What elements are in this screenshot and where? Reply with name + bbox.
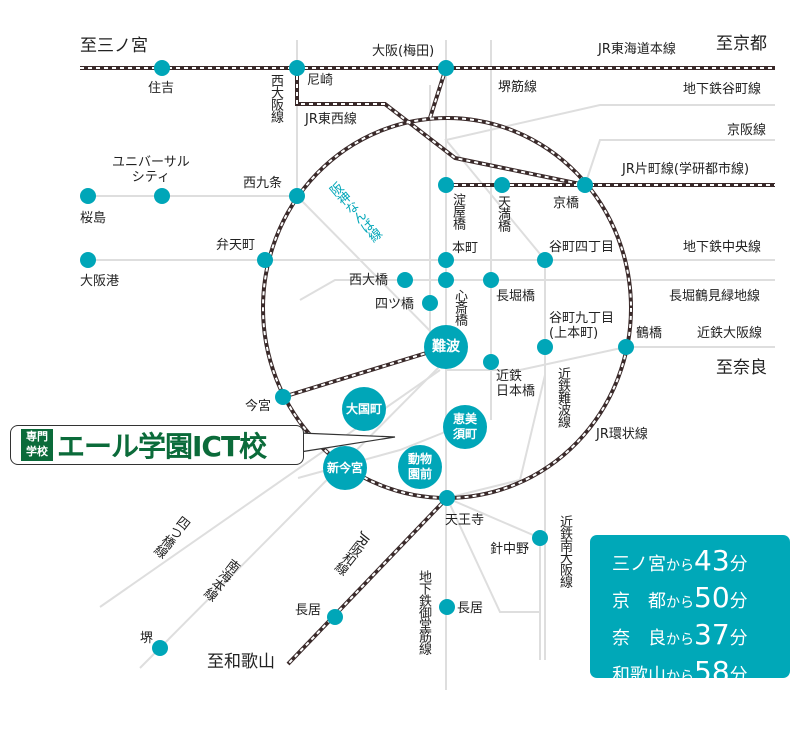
station-dobutsuen: 動物 園前 [398, 445, 442, 489]
line-label: 西大阪線 [268, 74, 283, 122]
station-label: 住吉 [148, 81, 175, 96]
line-label: 近鉄大阪線 [697, 326, 763, 341]
station-label: 西九条 [243, 176, 283, 191]
school-badge: 専門 学校 [21, 429, 53, 461]
line-label: 京阪線 [727, 123, 767, 138]
from-suffix: から [666, 669, 694, 685]
from-suffix: から [666, 632, 694, 648]
station-label: 今宮 [245, 399, 272, 414]
station-label: 谷町四丁目 [549, 240, 615, 255]
school-callout: 専門 学校 エール学園ICT校 [10, 425, 304, 465]
dest-wakayama: 至和歌山 [207, 652, 275, 672]
station-label: 淀屋橋 [450, 193, 465, 229]
station-label: 近鉄 日本橋 [496, 369, 536, 399]
unit: 分 [729, 591, 748, 612]
line-label: JR東海道本線 [598, 42, 676, 57]
line-label: 長堀鶴見緑地線 [669, 289, 761, 304]
minutes: 37 [694, 618, 730, 651]
travel-time-row: 京 都から50分 [612, 582, 790, 619]
station-label: 京橋 [553, 196, 580, 211]
origin: 京 都 [612, 591, 666, 612]
station-label: 本町 [452, 241, 479, 256]
station-label: 長居 [295, 603, 322, 618]
unit: 分 [729, 554, 748, 575]
station-label: 針中野 [490, 542, 530, 557]
dest-kyoto: 至京都 [716, 34, 767, 54]
station-label: 大阪(梅田) [372, 44, 435, 59]
station-label: 弁天町 [216, 238, 256, 253]
station-label: 四ツ橋 [375, 297, 415, 312]
travel-time-row: 奈 良から37分 [612, 619, 790, 656]
dest-nara: 至奈良 [716, 358, 767, 378]
tanimachi-line [444, 104, 775, 660]
minutes: 58 [694, 655, 730, 688]
station-label: 天王寺 [445, 513, 485, 528]
station-daikokucho: 大国町 [342, 387, 386, 431]
unit: 分 [729, 665, 748, 686]
station-label: 桜島 [80, 211, 107, 226]
line-label: 地下鉄御堂筋線 [416, 570, 431, 654]
line-label: 近鉄南大阪線 [557, 515, 572, 587]
travel-time-row: 三ノ宮から43分 [612, 545, 790, 582]
station-label: 大阪港 [80, 274, 120, 289]
minutes: 50 [694, 581, 730, 614]
from-suffix: から [666, 595, 694, 611]
line-label: JR東西線 [305, 112, 357, 127]
line-label: JR環状線 [596, 427, 648, 442]
origin: 三ノ宮 [612, 554, 666, 575]
line-label: 地下鉄谷町線 [683, 82, 762, 97]
origin: 奈 良 [612, 628, 666, 649]
line-label: 近鉄難波線 [555, 367, 570, 427]
school-name: エール学園ICT校 [57, 430, 267, 463]
station-label: 鶴橋 [636, 326, 663, 341]
station-dots [80, 60, 634, 656]
station-label: ユニバーサル シティ [112, 155, 190, 185]
station-label: 堺 [140, 631, 154, 646]
station-label: 長堀橋 [496, 289, 536, 304]
station-shinimamiya: 新今宮 [323, 446, 367, 490]
station-namba: 難波 [424, 325, 468, 369]
line-label: JR片町線(学研都市線) [622, 162, 750, 177]
station-label: 尼崎 [307, 73, 334, 88]
minutes: 43 [694, 544, 730, 577]
station-label: 心斎橋 [452, 289, 467, 325]
from-suffix: から [666, 558, 694, 574]
unit: 分 [729, 628, 748, 649]
origin: 和歌山 [612, 665, 666, 686]
travel-time-row: 和歌山から58分 [612, 656, 790, 693]
travel-times-box: 三ノ宮から43分 京 都から50分 奈 良から37分 和歌山から58分 [590, 535, 790, 687]
station-label: 谷町九丁目 (上本町) [549, 311, 615, 341]
station-label: 長居 [457, 601, 484, 616]
dest-sannomiya: 至三ノ宮 [80, 36, 148, 56]
station-label: 天満橋 [495, 195, 510, 231]
station-ebisucho: 恵美 須町 [443, 405, 487, 449]
line-label: 地下鉄中央線 [683, 240, 762, 255]
station-label: 西大橋 [349, 273, 389, 288]
line-label: 堺筋線 [498, 80, 538, 95]
